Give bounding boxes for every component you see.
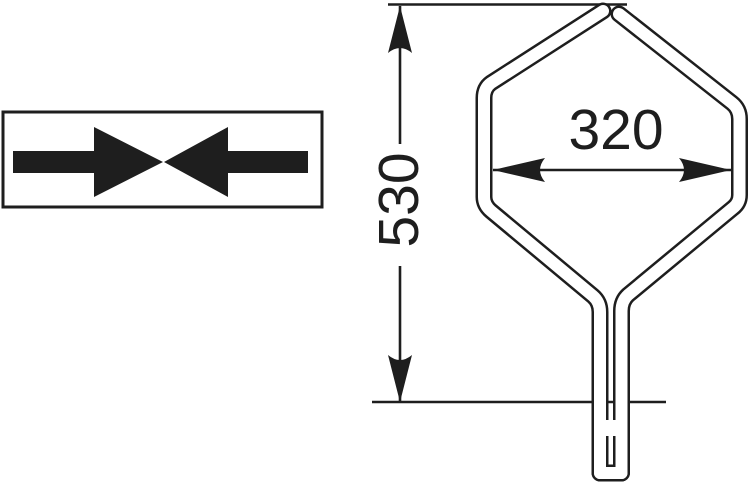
opposing-arrows-icon bbox=[13, 127, 308, 197]
height-dimension: 530 bbox=[367, 6, 431, 402]
arrow-left-icon bbox=[493, 158, 545, 182]
tool-outline bbox=[475, 2, 748, 482]
arrow-pointing-right-icon bbox=[13, 127, 163, 197]
arrow-up-icon bbox=[388, 6, 412, 53]
arrow-down-icon bbox=[388, 355, 412, 402]
symbol-panel bbox=[1, 110, 324, 209]
rod-left-core bbox=[478, 5, 609, 479]
arrow-right-icon bbox=[679, 158, 731, 182]
seam-break bbox=[603, 420, 619, 436]
rod-right-core bbox=[613, 8, 746, 479]
width-dimension-label: 320 bbox=[568, 98, 663, 162]
rod-right-outer bbox=[610, 5, 748, 482]
height-dimension-label: 530 bbox=[367, 152, 431, 247]
width-dimension: 320 bbox=[493, 98, 731, 182]
arrow-pointing-left-icon bbox=[164, 127, 308, 197]
